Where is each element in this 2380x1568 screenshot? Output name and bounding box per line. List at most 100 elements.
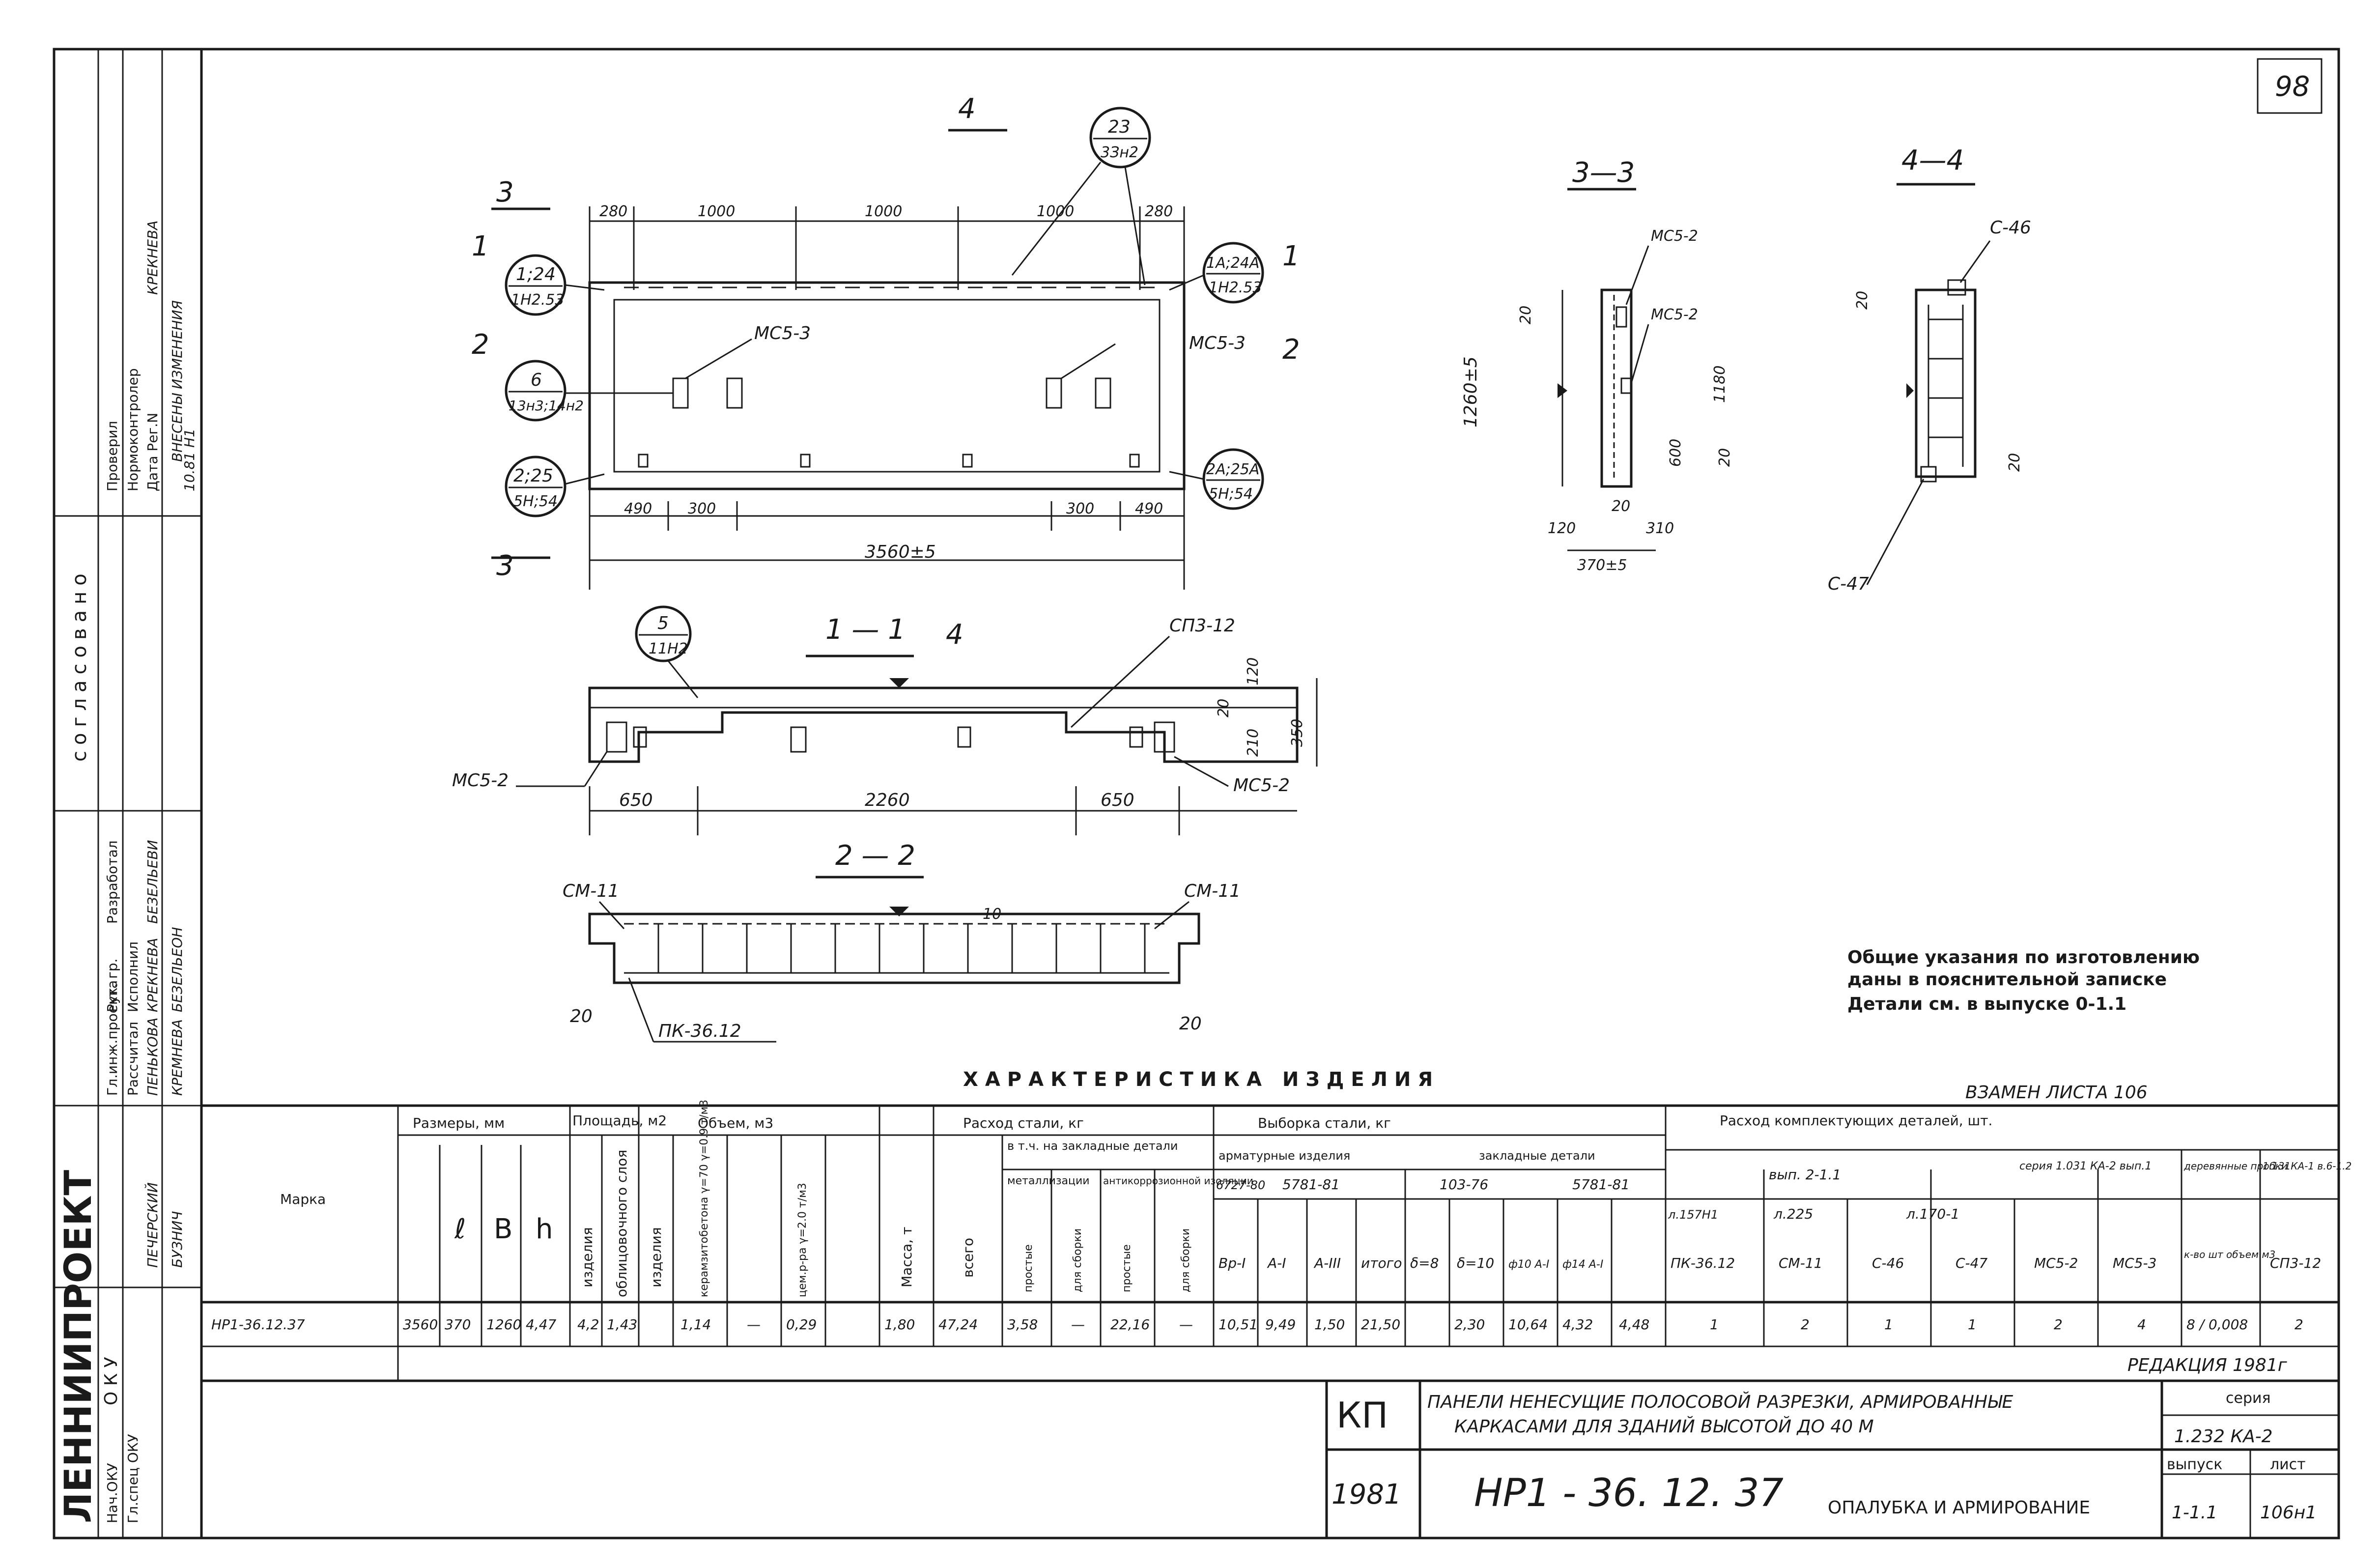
section-mark-1-right: 1: [1282, 240, 1300, 272]
svg-text:4,2: 4,2: [577, 1316, 599, 1333]
dim-1-1-1: 2260: [865, 790, 910, 810]
svg-text:Нормоконтролер: Нормоконтролер: [125, 368, 141, 491]
hdr-mass: Масса, т: [899, 1227, 915, 1287]
hdr-steel-sub-1: для сборки: [1072, 1228, 1084, 1292]
hdr-steel-sub-0: простые: [1022, 1244, 1035, 1292]
issue-label: выпуск: [2167, 1456, 2222, 1473]
dim-top-4: 280: [1145, 203, 1173, 220]
hdr-parts-col-5: МС5-3: [2113, 1255, 2156, 1271]
hdr-sel-std-0: 6727-80: [1216, 1178, 1265, 1192]
svg-text:НР1-36.12.37: НР1-36.12.37: [211, 1316, 305, 1333]
section-1-1: 1 — 1 4 5 11Н2 СП3-12 МС5-2 МС5-2 650: [452, 605, 1318, 835]
stamp-row-10: Нач.ОКУ: [104, 1463, 120, 1523]
svg-text:Разработал: Разработал: [104, 840, 120, 924]
hdr-steel-2: металлизации: [1007, 1175, 1090, 1187]
hdr-parts-col-2: С-46: [1872, 1255, 1904, 1271]
svg-text:2: 2: [1801, 1316, 1810, 1333]
label-3-3-mc5-2-top: МС5-2: [1651, 228, 1698, 245]
label-c-47: С-47: [1828, 574, 1869, 594]
hdr-size-l: ℓ: [454, 1213, 466, 1245]
svg-text:2: 2: [2295, 1316, 2303, 1333]
dim-3-3-5: 310: [1646, 520, 1674, 537]
section-mark-1-left: 1: [472, 230, 489, 262]
dim-2-2-2: 10: [983, 906, 1001, 923]
stamp-row-9: БУЗНИЧ: [169, 1211, 185, 1268]
label-c-46: С-46: [1990, 218, 2031, 238]
label-pk-36-12: ПК-36.12: [658, 1021, 741, 1041]
label-mc5-3-right: МС5-3: [1189, 333, 1246, 353]
svg-text:2А;25А: 2А;25А: [1206, 461, 1259, 478]
section-3-3: 3—3 1260±5 1180 600 120 20 310 20 20 370…: [1461, 157, 1733, 574]
callout-left-bot: 2;25 5Н;54: [505, 456, 605, 517]
svg-text:Гл.спец ОКУ: Гл.спец ОКУ: [125, 1434, 141, 1523]
title-description: ОПАЛУБКА И АРМИРОВАНИЕ: [1828, 1498, 2090, 1518]
svg-text:3560: 3560: [403, 1316, 438, 1333]
dim-bottom-0: 490: [624, 500, 652, 517]
svg-text:47,24: 47,24: [938, 1316, 978, 1333]
label-sp3-12: СП3-12: [1169, 616, 1235, 636]
stamp-row-8: ПЕЧЕРСКИЙ: [144, 1182, 161, 1268]
vdim-1-1-1: 20: [1215, 699, 1232, 717]
dim-top-3: 1000: [1037, 203, 1074, 220]
svg-text:КРЕМНЕВА: КРЕМНЕВА: [169, 1019, 185, 1096]
hdr-parts-g-2: деревянные пробки: [2183, 1160, 2288, 1172]
svg-text:0,29: 0,29: [786, 1316, 817, 1333]
dim-3-3-0: 1260±5: [1461, 356, 1481, 428]
dim-1-1-0: 650: [619, 790, 653, 810]
svg-text:1: 1: [1710, 1316, 1719, 1333]
hdr-sel-1: закладные детали: [1479, 1149, 1595, 1163]
dim-top-1: 1000: [698, 203, 735, 220]
section-mark-3-top: 3: [496, 176, 514, 208]
svg-text:22,16: 22,16: [1110, 1316, 1150, 1333]
svg-text:10.81 Н1: 10.81 Н1: [181, 428, 198, 491]
hdr-vol-0: изделия: [648, 1227, 664, 1287]
svg-text:4,47: 4,47: [526, 1316, 557, 1333]
svg-text:ВНЕСЕНЫ ИЗМЕНЕНИЯ: ВНЕСЕНЫ ИЗМЕНЕНИЯ: [169, 300, 185, 462]
hdr-parts: Расход комплектующих деталей, шт.: [1720, 1112, 1992, 1129]
dim-3-3-6: 20: [1517, 306, 1534, 324]
svg-text:10,51: 10,51: [1218, 1316, 1258, 1333]
dim-2-2-0: 20: [570, 1006, 593, 1026]
stamp-row-6: Нормоконтролер ВНЕСЕНЫ ИЗМЕНЕНИЯ: [125, 300, 185, 491]
series-value: 1.232 КА-2: [2174, 1426, 2273, 1447]
svg-text:4,32: 4,32: [1562, 1316, 1593, 1333]
label-cm-11-left: СМ-11: [563, 881, 619, 901]
svg-text:Детали см. в выпуске 0-1.1: Детали см. в выпуске 0-1.1: [1847, 994, 2126, 1014]
svg-text:ПЕЧЕРСКИЙ: ПЕЧЕРСКИЙ: [144, 1182, 161, 1268]
hdr-parts-col-1: СМ-11: [1779, 1255, 1822, 1271]
svg-text:1: 1: [1968, 1316, 1977, 1333]
svg-text:5: 5: [657, 613, 669, 633]
svg-text:1Н2.53: 1Н2.53: [1209, 279, 1262, 296]
title-code: КП: [1336, 1395, 1388, 1436]
section-3-3-title: 3—3: [1572, 157, 1635, 189]
callout-left-top: 1;24 1Н2.53: [505, 254, 605, 316]
issue-value: 1-1.1: [2172, 1503, 2217, 1523]
section-1-1-title: 1 — 1: [825, 614, 906, 646]
edition-note: РЕДАКЦИЯ 1981г: [2127, 1355, 2288, 1375]
svg-text:10,64: 10,64: [1508, 1316, 1548, 1333]
svg-text:8 / 0,008: 8 / 0,008: [2186, 1316, 2248, 1333]
svg-text:5Н;54: 5Н;54: [1209, 485, 1253, 503]
dim-top-0: 280: [599, 203, 627, 220]
hdr-area: Площадь, м2: [572, 1112, 667, 1129]
svg-text:23: 23: [1108, 117, 1131, 137]
hdr-parts-col-3: С-47: [1955, 1255, 1987, 1271]
hdr-steel-0: всего: [960, 1238, 976, 1278]
svg-text:Рук. гр.: Рук. гр.: [104, 958, 120, 1012]
hdr-parts-sub-0: л.157Н1: [1668, 1208, 1718, 1222]
vdim-1-1-0: 120: [1245, 657, 1262, 685]
hdr-parts-sub-1: л.225: [1773, 1206, 1813, 1222]
hdr-steel-3: антикоррозионной изоляции: [1103, 1175, 1253, 1187]
svg-text:1,14: 1,14: [680, 1316, 711, 1333]
section-4-4: 4—4 С-46 С-47 20 20: [1828, 144, 2031, 594]
hdr-sizes: Размеры, мм: [413, 1115, 505, 1131]
hdr-parts-sub-2: л.170-1: [1906, 1206, 1959, 1222]
hdr-parts-col-0: ПК-36.12: [1671, 1255, 1735, 1271]
hdr-steel-sub-3: для сборки: [1180, 1228, 1192, 1292]
sheet-label: лист: [2270, 1456, 2306, 1473]
hdr-size-h: h: [536, 1213, 553, 1245]
hdr-mark: Марка: [280, 1191, 326, 1207]
hdr-sel-std-3: 5781-81: [1572, 1176, 1630, 1193]
table-title: ХАРАКТЕРИСТИКА ИЗДЕЛИЯ: [963, 1068, 1440, 1091]
